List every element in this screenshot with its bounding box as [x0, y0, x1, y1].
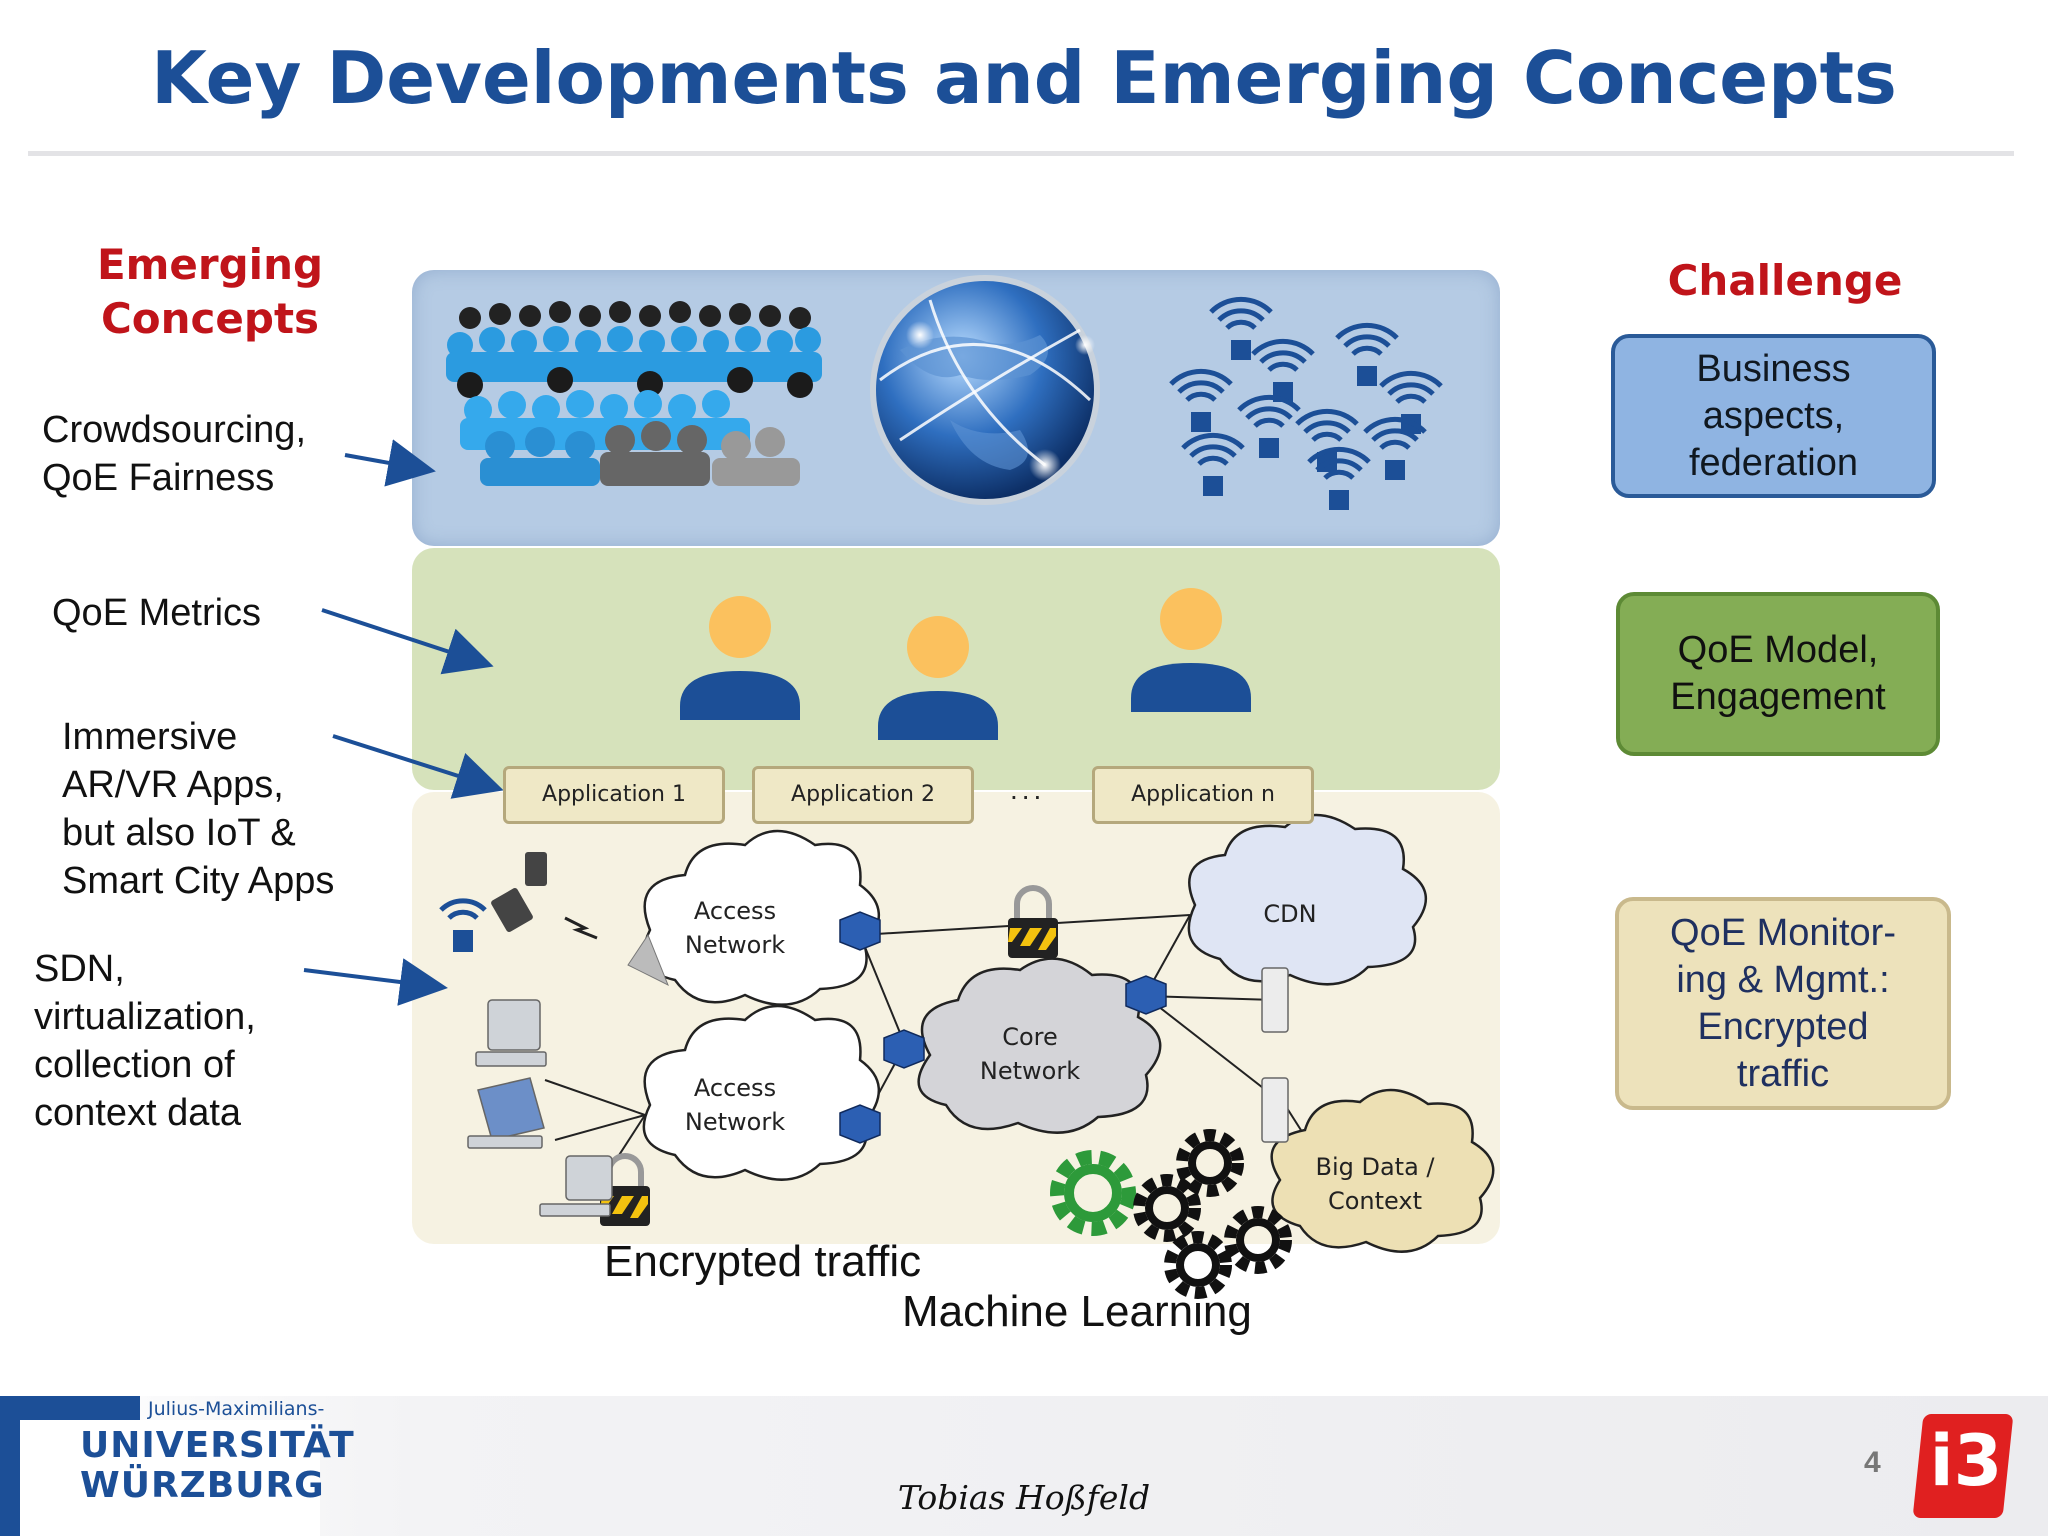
- user-icon: [1131, 588, 1251, 712]
- cloud-label-line: Context: [1327, 1187, 1423, 1215]
- cloud-bigdata: [1270, 1088, 1495, 1253]
- cdn-label: CDN: [1240, 897, 1340, 931]
- arrow-crowdsourcing: [344, 439, 436, 487]
- access-network-1-label: Access Network: [660, 894, 810, 962]
- gear-icons: [1050, 1129, 1292, 1299]
- concept-immersive-apps: Immersive AR/VR Apps, but also IoT & Sma…: [62, 713, 334, 905]
- challenge-qoe-monitoring: QoE Monitor- ing & Mgmt.: Encrypted traf…: [1615, 897, 1951, 1110]
- challenge-line: aspects,: [1702, 394, 1845, 437]
- author-name: Tobias Hoßfeld: [897, 1478, 1151, 1517]
- cloud-label-line: Network: [684, 931, 786, 959]
- cloud-label-line: Access: [693, 897, 777, 925]
- app-box-2: Application 2: [752, 766, 974, 824]
- cloud-label-line: Network: [684, 1108, 786, 1136]
- concept-line: AR/VR Apps,: [62, 764, 284, 806]
- concept-line: QoE Metrics: [52, 592, 262, 634]
- computer-icons: [467, 999, 613, 1217]
- server-icons: [1261, 967, 1289, 1143]
- concept-qoe-metrics: QoE Metrics: [52, 589, 261, 637]
- concept-sdn: SDN, virtualization, collection of conte…: [34, 945, 256, 1137]
- app-box-n: Application n: [1092, 766, 1314, 824]
- concept-line: SDN,: [34, 948, 125, 990]
- users-icons: [680, 588, 1251, 740]
- cloud-cdn: [1187, 813, 1428, 986]
- concept-line: Smart City Apps: [62, 860, 335, 902]
- cloud-label-line: CDN: [1263, 900, 1317, 928]
- apps-ellipsis: ...: [1010, 774, 1046, 805]
- cloud-label-line: Network: [979, 1057, 1081, 1085]
- challenge-line: federation: [1688, 441, 1858, 484]
- challenge-line: Encrypted: [1697, 1005, 1869, 1048]
- concept-line: QoE Fairness: [42, 457, 275, 499]
- machine-learning-label: Machine Learning: [902, 1287, 1252, 1336]
- phone-icons: [491, 852, 547, 932]
- lightning-icon: [564, 916, 598, 940]
- challenge-line: Business: [1696, 347, 1851, 390]
- access-network-2-label: Access Network: [660, 1071, 810, 1139]
- challenge-line: ing & Mgmt.:: [1676, 958, 1890, 1001]
- challenge-line: QoE Monitor-: [1670, 911, 1896, 954]
- crowd-icon: [446, 301, 822, 486]
- challenge-qoe-model: QoE Model, Engagement: [1616, 592, 1940, 756]
- concept-crowdsourcing: Crowdsourcing, QoE Fairness: [42, 406, 306, 502]
- cloud-access-1: [642, 829, 880, 1006]
- challenge-business: Business aspects, federation: [1611, 334, 1936, 498]
- concept-line: virtualization,: [34, 996, 256, 1038]
- i3-logo-text: i3: [1929, 1420, 2003, 1502]
- concept-line: context data: [34, 1092, 242, 1134]
- challenge-line: traffic: [1736, 1052, 1830, 1095]
- cloud-access-2: [642, 1004, 880, 1181]
- page-number: 4: [1864, 1446, 1881, 1479]
- university-logo-panel: [20, 1420, 320, 1536]
- emerging-concepts-heading: Emerging Concepts: [90, 238, 330, 346]
- user-icon: [680, 596, 800, 720]
- university-name: UNIVERSITÄT WÜRZBURG: [80, 1426, 355, 1506]
- app-box-1: Application 1: [503, 766, 725, 824]
- cloud-core: [917, 957, 1162, 1134]
- user-icon: [878, 616, 998, 740]
- cloud-label-line: Access: [693, 1074, 777, 1102]
- concept-line: Crowdsourcing,: [42, 409, 306, 451]
- router-icons: [839, 911, 1167, 1144]
- challenge-line: QoE Model,: [1677, 629, 1879, 671]
- arrow-sdn: [303, 958, 448, 1006]
- university-name-small: Julius-Maximilians-: [148, 1398, 325, 1420]
- emerging-heading-line2: Concepts: [100, 294, 320, 343]
- arrow-qoe-metrics: [321, 608, 494, 675]
- arrow-immersive: [332, 734, 504, 799]
- concept-line: Immersive: [62, 716, 238, 758]
- emerging-heading-line1: Emerging: [96, 240, 324, 289]
- iot-sensors-icon: [1171, 296, 1441, 510]
- padlock-icon-core: [1008, 885, 1058, 958]
- arrows: [303, 439, 504, 1006]
- cloud-label-line: Core: [1002, 1023, 1058, 1051]
- university-name-line2: WÜRZBURG: [80, 1465, 325, 1506]
- concept-line: but also IoT &: [62, 812, 296, 854]
- title-divider: [28, 151, 2014, 156]
- footer-bar: [0, 1396, 2048, 1536]
- concept-line: collection of: [34, 1044, 235, 1086]
- encrypted-traffic-label: Encrypted traffic: [604, 1237, 922, 1286]
- challenge-line: Engagement: [1670, 676, 1886, 718]
- antenna-icon: [627, 933, 669, 987]
- wifi-device-icon: [439, 898, 487, 952]
- slide-title: Key Developments and Emerging Concepts: [151, 36, 1897, 120]
- university-name-line1: UNIVERSITÄT: [80, 1425, 355, 1466]
- bigdata-label: Big Data / Context: [1300, 1150, 1450, 1218]
- core-network-label: Core Network: [955, 1020, 1105, 1088]
- cloud-label-line: Big Data /: [1315, 1153, 1435, 1181]
- challenge-heading: Challenge: [1667, 256, 1903, 305]
- globe-icon: [870, 275, 1100, 505]
